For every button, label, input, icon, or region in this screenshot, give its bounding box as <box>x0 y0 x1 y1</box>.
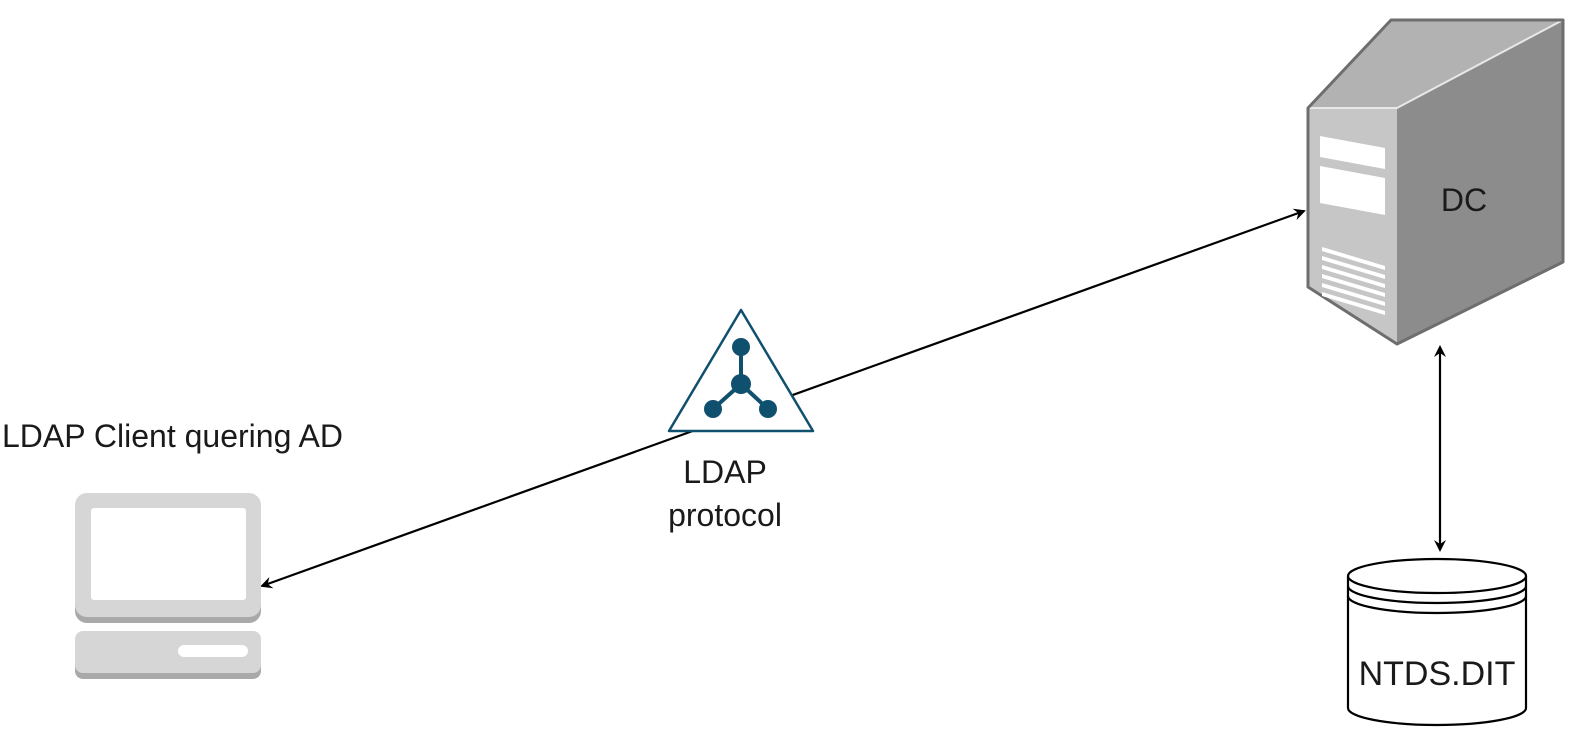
protocol-label-line2: protocol <box>668 497 782 533</box>
ldap-protocol-icon <box>667 308 815 433</box>
database-cylinder-icon <box>1346 557 1528 727</box>
client-label: LDAP Client quering AD <box>2 418 343 454</box>
dc-label: DC <box>1441 182 1487 218</box>
server-tower-icon <box>1306 18 1565 346</box>
protocol-label-line1: LDAP <box>683 454 767 490</box>
desktop-computer-icon <box>75 493 261 679</box>
database-label: NTDS.DIT <box>1359 655 1516 693</box>
